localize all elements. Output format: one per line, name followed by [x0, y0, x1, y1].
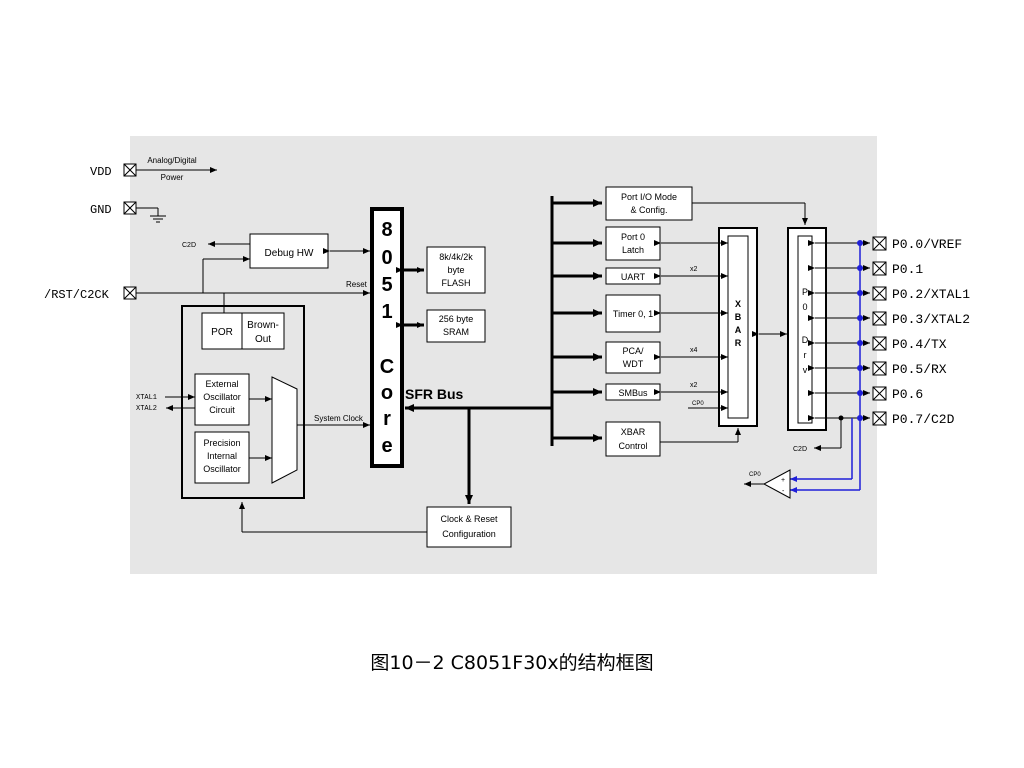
pin-p07-label: P0.7/C2D [892, 412, 955, 427]
pin-rst-label: /RST/C2CK [44, 288, 110, 302]
pin-p01-label: P0.1 [892, 262, 923, 277]
int-osc-label-2: Internal [207, 451, 237, 461]
flash-label-2: byte [447, 265, 464, 275]
clock-power-enclosure [181, 305, 305, 499]
por-label: POR [211, 327, 233, 338]
sram-label-1: 256 byte [439, 314, 474, 324]
pin-rst-box-icon [123, 286, 137, 300]
xbar-char-2: A [735, 325, 742, 335]
port-io-label-2: & Config. [630, 205, 667, 215]
flash-block [426, 246, 486, 294]
ext-osc-label-3: Circuit [209, 405, 235, 415]
clock-reset-label-2: Configuration [442, 529, 496, 539]
flash-label-1: 8k/4k/2k [439, 252, 473, 262]
system-clock-label: System Clock [314, 414, 364, 423]
pin-vdd-box-icon [123, 163, 137, 177]
core-char-3: 1 [381, 301, 392, 323]
smbus-label: SMBus [618, 388, 648, 398]
pca-wdt-block [605, 341, 661, 374]
sfr-bus-label: SFR Bus [405, 386, 464, 402]
clock-reset-label-1: Clock & Reset [440, 514, 498, 524]
sram-label-2: SRAM [443, 327, 469, 337]
xbar-ctrl-label-2: Control [618, 441, 647, 451]
reset-label: Reset [346, 280, 368, 289]
x4-label: x4 [690, 347, 698, 354]
timer-block [605, 294, 661, 333]
ext-osc-label-1: External [205, 379, 238, 389]
pca-label-1: PCA/ [622, 346, 644, 356]
flash-label-3: FLASH [441, 278, 470, 288]
brownout-block [241, 312, 285, 350]
sram-block [426, 309, 486, 343]
analog-tap-dots [857, 240, 863, 421]
p0drv-char-4: v [803, 365, 808, 375]
pin-p05-label: P0.5/RX [892, 362, 947, 377]
x2-label-b: x2 [690, 382, 698, 389]
pin-p06-label: P0.6 [892, 387, 923, 402]
debug-hw-block [249, 233, 329, 269]
pin-gnd-label: GND [90, 203, 112, 217]
clock-mux-icon [271, 376, 298, 484]
analog-power-label-1: Analog/Digital [147, 156, 197, 165]
pin-p04-label: P0.4/TX [892, 337, 947, 352]
xbar-char-3: R [735, 338, 742, 348]
xbar-char-1: B [735, 312, 742, 322]
cp0-in-label: CP0 [692, 401, 704, 407]
ext-osc-label-2: Oscillator [203, 392, 241, 402]
port-io-label-1: Port I/O Mode [621, 192, 677, 202]
c2d-left-label: C2D [182, 242, 196, 249]
pin-p00-label: P0.0/VREF [892, 237, 962, 252]
c2d-right-label: C2D [793, 446, 807, 453]
xbar-ctrl-label-1: XBAR [621, 427, 646, 437]
external-oscillator-block [194, 373, 250, 426]
core-char-1: 0 [381, 247, 392, 269]
p0drv-char-3: r [804, 350, 807, 360]
core-char-7: e [381, 435, 392, 457]
port0-latch-label-1: Port 0 [621, 232, 645, 242]
ground-symbol-icon [136, 207, 166, 223]
int-osc-label-1: Precision [203, 438, 240, 448]
figure-caption: 图10－2 C8051F30x的结构框图 [370, 652, 654, 674]
pin-box-icons [872, 236, 887, 426]
clock-reset-config-block [426, 506, 512, 548]
internal-oscillator-block [194, 431, 250, 484]
port-io-config-block [605, 186, 693, 221]
core-char-6: r [383, 408, 391, 430]
port0-latch-label-2: Latch [622, 245, 644, 255]
xbar-char-0: X [735, 299, 741, 309]
p0drv-char-0: P [802, 287, 808, 297]
core-char-4: C [380, 356, 394, 378]
p0drv-char-1: 0 [802, 302, 807, 312]
core-char-2: 5 [381, 274, 392, 296]
pin-vdd-label: VDD [90, 165, 112, 179]
comparator-minus: - [782, 488, 785, 495]
core-char-0: 8 [381, 219, 392, 241]
analog-power-label-2: Power [161, 173, 184, 182]
timer-label: Timer 0, 1 [613, 309, 653, 319]
debug-hw-label: Debug HW [265, 248, 314, 259]
core-8051-block [370, 207, 404, 468]
comparator-icon [762, 469, 791, 499]
cp0-out-label: CP0 [749, 472, 761, 478]
uart-label: UART [621, 272, 646, 282]
brownout-label-1: Brown- [247, 320, 279, 331]
p0drv-char-2: D [802, 335, 809, 345]
pca-label-2: WDT [623, 359, 644, 369]
port0-latch-block [605, 226, 661, 261]
xbar-control-block [605, 421, 661, 457]
brownout-label-2: Out [255, 334, 271, 345]
pin-gnd-box-icon [123, 201, 137, 215]
pin-p02-label: P0.2/XTAL1 [892, 287, 970, 302]
core-char-5: o [381, 382, 393, 404]
xtal2-label: XTAL2 [136, 405, 157, 413]
int-osc-label-3: Oscillator [203, 464, 241, 474]
xtal1-label: XTAL1 [136, 394, 157, 402]
x2-label-a: x2 [690, 266, 698, 273]
pin-p03-label: P0.3/XTAL2 [892, 312, 970, 327]
comparator-plus: + [781, 477, 785, 484]
